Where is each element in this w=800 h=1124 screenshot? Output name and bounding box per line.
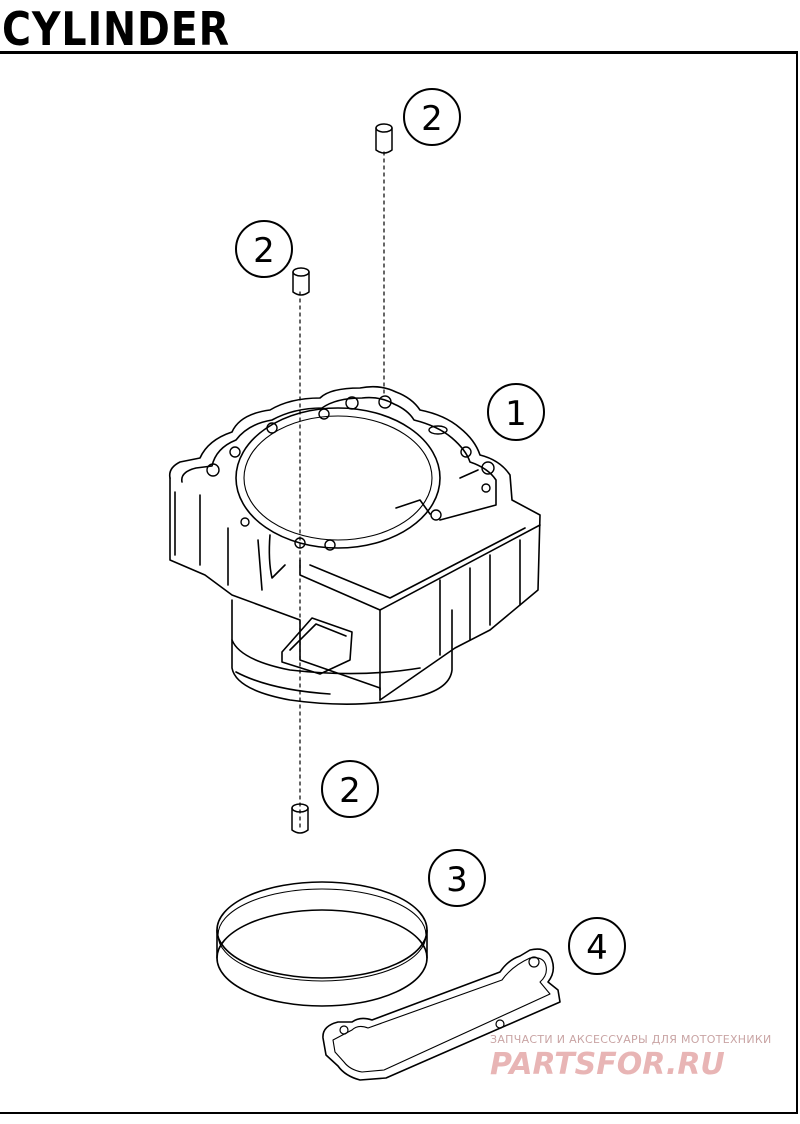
dowel-pin-middle-left [292,267,310,296]
dowel-pin-bottom [291,803,309,834]
callout-4-number: 4 [586,928,608,968]
dowel-pin-top-right [375,123,393,154]
o-ring-part [216,881,428,1007]
callout-2-middle: 2 [235,220,293,278]
callout-1: 1 [487,383,545,441]
page-title: CYLINDER [2,2,230,56]
callout-3: 3 [428,849,486,907]
watermark-brand: PARTSFOR.RU [490,1047,725,1082]
callout-1-number: 1 [505,394,527,434]
gasket-part [322,948,561,1081]
diagram-frame [0,51,798,1114]
callout-2-top-number: 2 [421,99,443,139]
callout-2-bottom: 2 [321,760,379,818]
cylinder-part [168,385,541,705]
callout-2-bottom-number: 2 [339,771,361,811]
callout-3-number: 3 [446,860,468,900]
watermark-tagline: ЗАПЧАСТИ И АКСЕССУАРЫ ДЛЯ МОТОТЕХНИКИ [490,1033,772,1046]
callout-4: 4 [568,917,626,975]
callout-2-middle-number: 2 [253,231,275,271]
callout-2-top: 2 [403,88,461,146]
watermark: ЗАПЧАСТИ И АКСЕССУАРЫ ДЛЯ МОТОТЕХНИКИ PA… [490,1033,772,1082]
assembly-guide-lines [299,151,385,831]
